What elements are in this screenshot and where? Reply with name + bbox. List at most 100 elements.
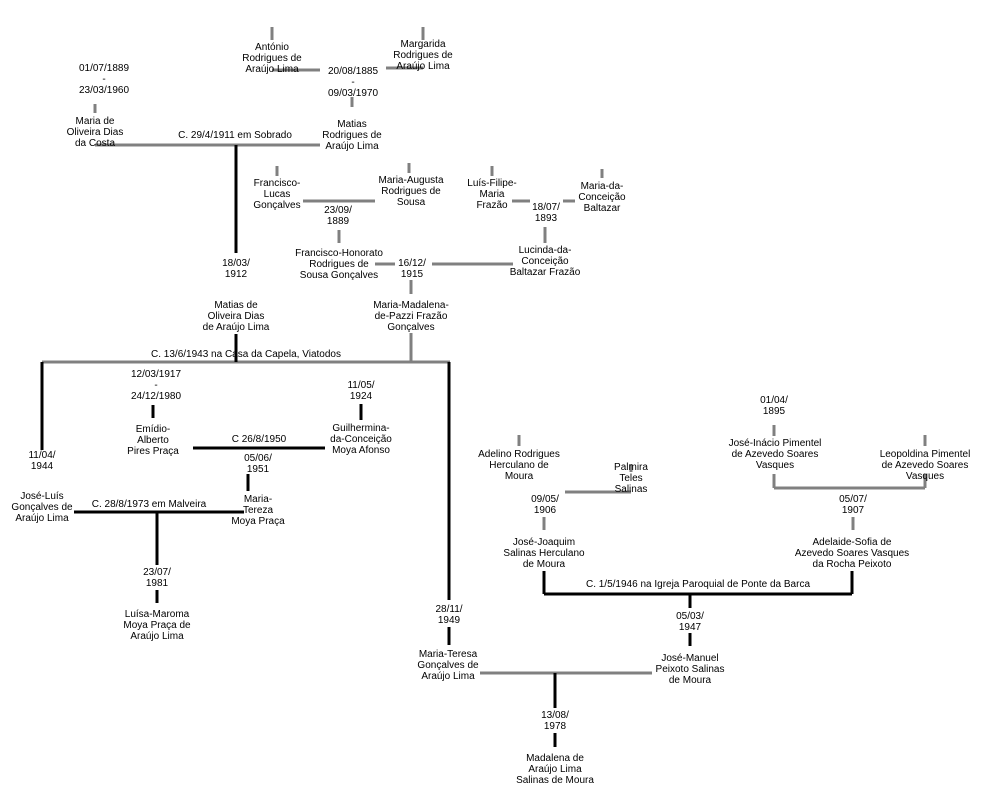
person-matias-rodrigues-line: Araújo Lima [325, 141, 379, 152]
dates-maria-teresa-birth-line: 1949 [438, 615, 461, 626]
person-luisa-maroma-line: Luísa-Maroma [125, 609, 190, 620]
dates-francisco-honorato-birth: 23/09/1889 [324, 205, 352, 227]
dates-jose-luis-birth-line: 1944 [31, 461, 54, 472]
person-antonio-line: Rodrigues de [242, 53, 302, 64]
dates-francisco-honorato-birth-line: 1889 [327, 216, 350, 227]
person-maria-tereza-line: Moya Praça [231, 516, 285, 527]
dates-maria-teresa-birth: 28/11/1949 [435, 604, 462, 626]
person-jose-joaquim-line: José-Joaquim [513, 537, 575, 548]
dates-maria-madalena-birth-line: 16/12/ [398, 258, 426, 269]
person-adelino-line: Adelino Rodrigues [478, 449, 560, 460]
person-luis-filipe-line: Frazão [476, 200, 508, 211]
dates-jose-inacio-birth-line: 01/04/ [760, 395, 788, 406]
person-francisco-honorato-line: Sousa Gonçalves [300, 270, 378, 281]
person-maria-conceicao-baltazar-line: Conceição [578, 192, 626, 203]
person-maria-madalena-line: Gonçalves [387, 322, 434, 333]
dates-emidio-life-line: 12/03/1917 [131, 369, 181, 380]
dates-lucinda-birth-line: 1893 [535, 213, 558, 224]
person-jose-joaquim-line: Salinas Herculano [503, 548, 585, 559]
person-adelaide-line: da Rocha Peixoto [813, 559, 892, 570]
person-luisa-maroma-line: Araújo Lima [130, 631, 184, 642]
dates-guilhermina-birth-line: 11/05/ [347, 380, 374, 391]
dates-adelaide-birth-line: 05/07/ [839, 494, 867, 505]
person-maria-augusta-line: Maria-Augusta [378, 175, 443, 186]
person-lucinda-line: Conceição [521, 256, 569, 267]
person-madalena-line: Araújo Lima [528, 764, 582, 775]
dates-jose-joaquim-birth-line: 09/05/ [531, 494, 559, 505]
person-maria-conceicao-baltazar-line: Maria-da- [581, 181, 624, 192]
person-jose-manuel-line: José-Manuel [661, 653, 718, 664]
person-antonio-line: António [255, 42, 289, 53]
dates-luisa-maroma-birth: 23/07/1981 [143, 567, 171, 589]
dates-emidio-life: 12/03/1917-24/12/1980 [131, 369, 181, 402]
person-maria-teresa-line: Araújo Lima [421, 671, 475, 682]
person-palmira-line: Palmira [614, 462, 648, 473]
person-guilhermina-line: Moya Afonso [332, 445, 390, 456]
person-maria-tereza-line: Tereza [243, 505, 273, 516]
person-francisco-honorato-line: Francisco-Honorato [295, 248, 383, 259]
dates-matias-rodrigues-life-line: 09/03/1970 [328, 88, 378, 99]
person-adelaide-line: Adelaide-Sofia de [813, 537, 892, 548]
dates-matias-rodrigues-life: 20/08/1885-09/03/1970 [328, 66, 378, 99]
person-luis-filipe-line: Maria [479, 189, 504, 200]
dates-matias-oliveira-birth-line: 1912 [225, 269, 248, 280]
dates-maria-costa-life: 01/07/1889-23/03/1960 [79, 63, 129, 96]
person-jose-joaquim-line: de Moura [523, 559, 566, 570]
dates-jose-joaquim-birth: 09/05/1906 [531, 494, 559, 516]
person-luis-filipe-line: Luís-Filipe- [467, 178, 516, 189]
dates-madalena-birth: 13/08/1978 [541, 710, 569, 732]
person-maria-tereza-line: Maria- [244, 494, 272, 505]
dates-adelaide-birth-line: 1907 [842, 505, 865, 516]
person-francisco-honorato-line: Rodrigues de [309, 259, 369, 270]
marriage-label-matias-madalena: C. 13/6/1943 na Casa da Capela, Viatodos [151, 349, 341, 360]
dates-jose-joaquim-birth-line: 1906 [534, 505, 557, 516]
person-leopoldina-line: Vasques [906, 471, 944, 482]
person-luisa-maroma-line: Moya Praça de [123, 620, 191, 631]
dates-maria-tereza-birth-line: 05/06/ [244, 453, 272, 464]
person-emidio-line: Emídio- [136, 424, 170, 435]
person-maria-teresa-line: Maria-Teresa [419, 649, 478, 660]
dates-maria-tereza-birth-line: 1951 [247, 464, 270, 475]
dates-jose-manuel-birth: 05/03/1947 [676, 611, 704, 633]
person-leopoldina-line: Leopoldina Pimentel [880, 449, 971, 460]
person-francisco-lucas-line: Francisco- [254, 178, 301, 189]
person-madalena-line: Salinas de Moura [516, 775, 594, 786]
dates-madalena-birth-line: 13/08/ [541, 710, 569, 721]
person-matias-rodrigues-line: Matias [337, 119, 366, 130]
dates-emidio-life-line: - [154, 380, 157, 391]
person-guilhermina-line: da-Conceição [330, 434, 392, 445]
person-adelino-line: Moura [505, 471, 534, 482]
marriage-label-matias-maria: C. 29/4/1911 em Sobrado [178, 130, 292, 141]
person-francisco-lucas-line: Lucas [264, 189, 291, 200]
person-emidio-line: Alberto [137, 435, 169, 446]
dates-maria-teresa-birth-line: 28/11/ [435, 604, 462, 615]
marriage-label-jose-luis-maria-tereza: C. 28/8/1973 em Malveira [92, 499, 207, 510]
person-margarida-line: Margarida [400, 39, 445, 50]
dates-jose-manuel-birth-line: 1947 [679, 622, 702, 633]
person-jose-luis-line: Araújo Lima [15, 513, 69, 524]
dates-maria-madalena-birth-line: 1915 [401, 269, 424, 280]
person-matias-oliveira-line: Matias de [214, 300, 258, 311]
person-adelaide-line: Azevedo Soares Vasques [795, 548, 909, 559]
person-maria-madalena-line: Maria-Madalena- [373, 300, 449, 311]
dates-jose-luis-birth: 11/04/1944 [28, 450, 55, 472]
person-maria-conceicao-baltazar-line: Baltazar [584, 203, 621, 214]
person-maria-oliveira-costa-line: da Costa [75, 138, 115, 149]
